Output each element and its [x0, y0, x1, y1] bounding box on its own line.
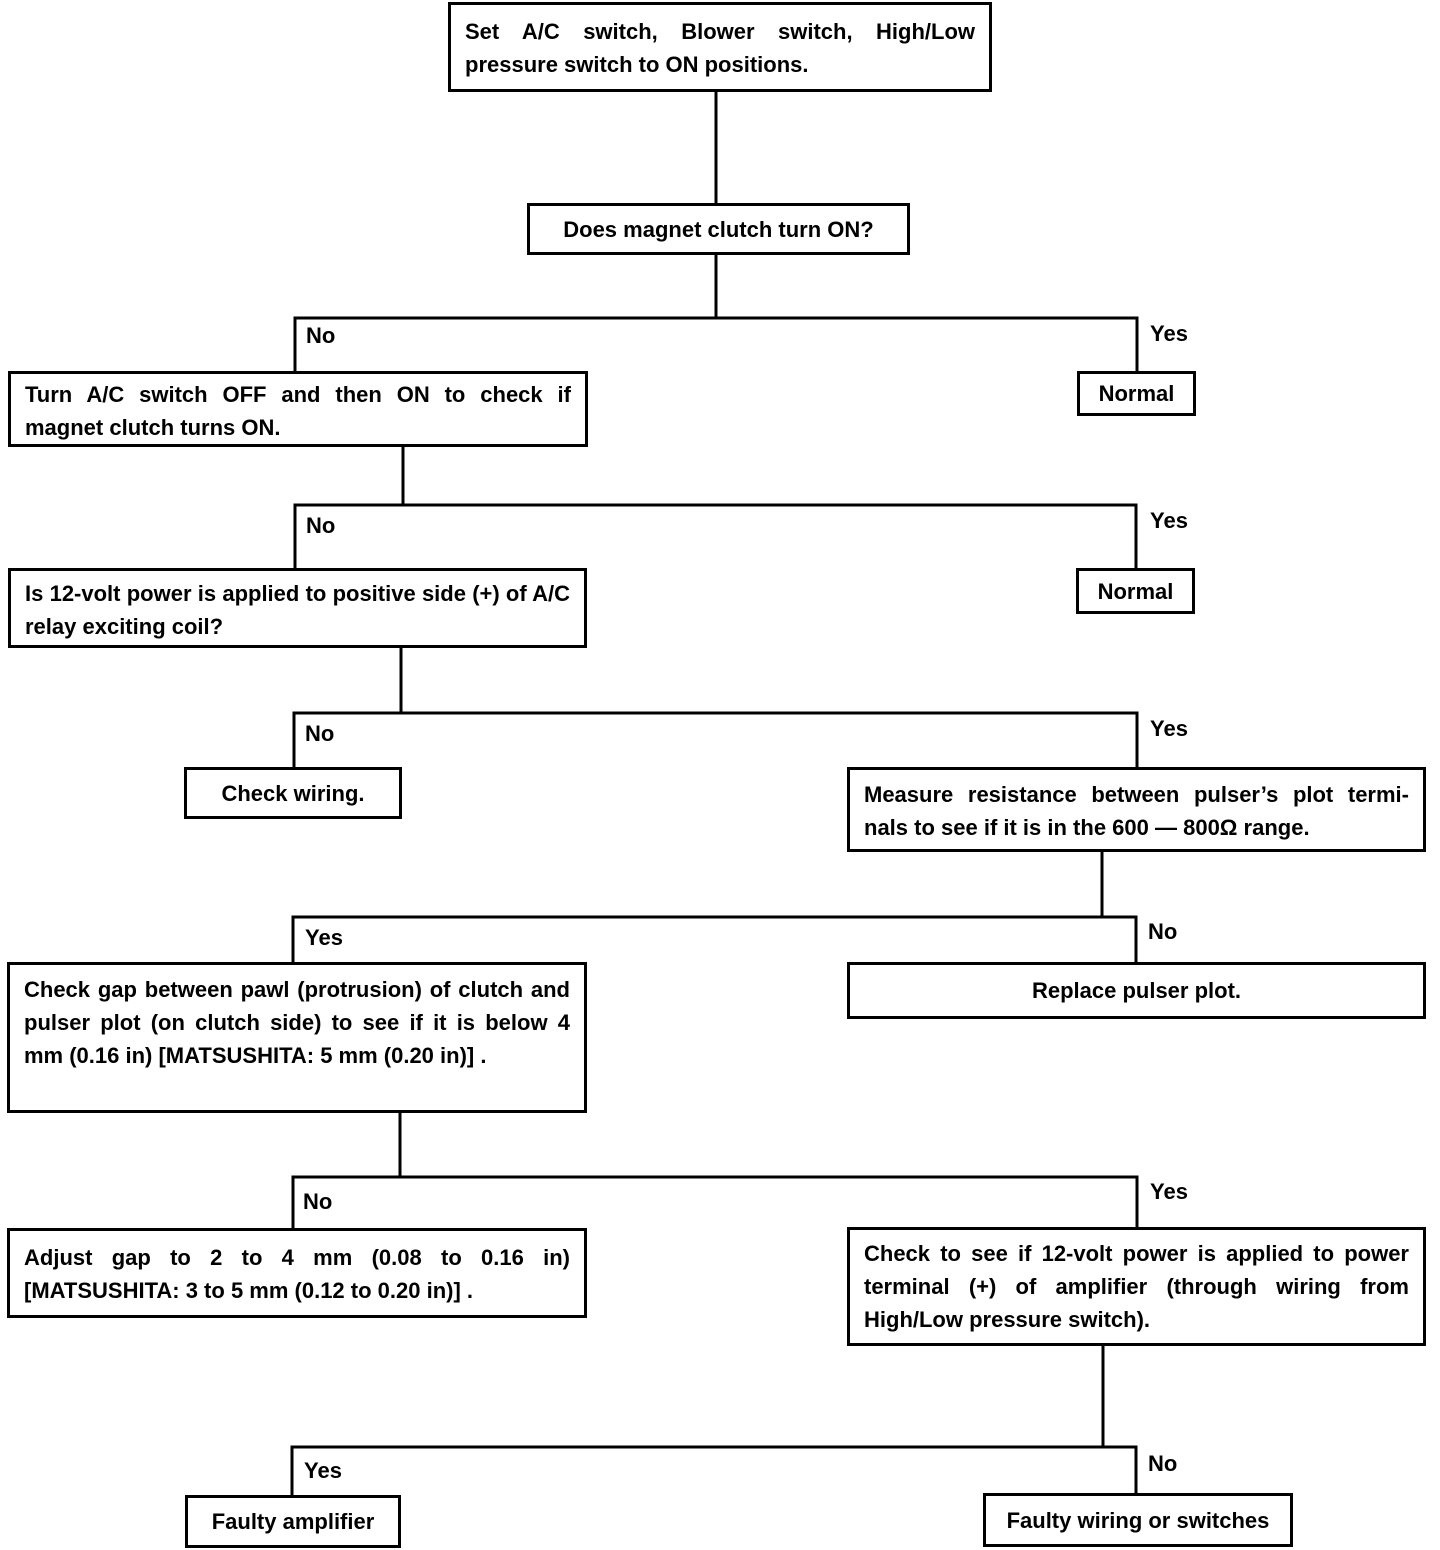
normal-result-box-2: Normal	[1076, 568, 1195, 614]
replace-pulser-text: Replace pulser plot.	[1031, 978, 1242, 1003]
start-step-text: Set A/C switch, Blower switch, High/Low …	[465, 19, 975, 77]
normal-result-text-2: Normal	[1097, 578, 1174, 604]
amplifier-voltage-check-box: Check to see if 12-volt power is applied…	[847, 1227, 1426, 1346]
measure-resistance-box: Measure resistance between pulser’s plot…	[847, 767, 1426, 852]
edge-label-toggle-no: No	[306, 513, 336, 538]
adjust-gap-box: Adjust gap to 2 to 4 mm (0.08 to 0.16 in…	[7, 1228, 587, 1318]
normal-result-text-1: Normal	[1098, 381, 1175, 406]
edge-label-relay-yes: Yes	[1150, 716, 1188, 741]
edge-label-resistance-no: No	[1148, 919, 1178, 944]
edge-label-resistance-yes: Yes	[305, 925, 343, 950]
normal-result-box-1: Normal	[1077, 371, 1196, 416]
check-gap-box: Check gap between pawl (protrusion) of c…	[7, 962, 587, 1113]
replace-pulser-box: Replace pulser plot.	[847, 962, 1426, 1019]
faulty-amplifier-text: Faulty amplifier	[211, 1509, 375, 1534]
magnet-clutch-question-box: Does magnet clutch turn ON?	[527, 203, 910, 255]
faulty-wiring-box: Faulty wiring or switches	[983, 1493, 1293, 1547]
adjust-gap-text: Adjust gap to 2 to 4 mm (0.08 to 0.16 in…	[24, 1245, 570, 1303]
edge-label-relay-no: No	[305, 721, 335, 746]
edge-label-clutch-no: No	[306, 323, 336, 348]
edge-label-amp-no: No	[1148, 1451, 1178, 1476]
magnet-clutch-question-text: Does magnet clutch turn ON?	[563, 216, 874, 242]
edge-label-amp-yes: Yes	[304, 1458, 342, 1483]
edge-label-clutch-yes: Yes	[1150, 321, 1188, 346]
faulty-amplifier-box: Faulty amplifier	[185, 1495, 401, 1548]
edge-label-toggle-yes: Yes	[1150, 508, 1188, 533]
check-gap-text: Check gap between pawl (protrusion) of c…	[24, 977, 570, 1068]
toggle-ac-switch-box: Turn A/C switch OFF and then ON to check…	[8, 371, 588, 447]
edge-label-gap-no: No	[303, 1189, 333, 1214]
amplifier-voltage-check-text: Check to see if 12-volt power is applied…	[864, 1241, 1409, 1332]
faulty-wiring-text: Faulty wiring or switches	[1006, 1507, 1270, 1533]
start-step-box: Set A/C switch, Blower switch, High/Low …	[448, 2, 992, 92]
check-wiring-box: Check wiring.	[184, 767, 402, 819]
relay-voltage-question-text: Is 12-volt power is applied to positive …	[25, 581, 570, 639]
measure-resistance-text: Measure resistance between pulser’s plot…	[864, 782, 1409, 840]
edge-label-gap-yes: Yes	[1150, 1179, 1188, 1204]
relay-voltage-question-box: Is 12-volt power is applied to positive …	[8, 568, 587, 648]
check-wiring-text: Check wiring.	[221, 780, 365, 806]
toggle-ac-switch-text: Turn A/C switch OFF and then ON to check…	[25, 382, 571, 440]
